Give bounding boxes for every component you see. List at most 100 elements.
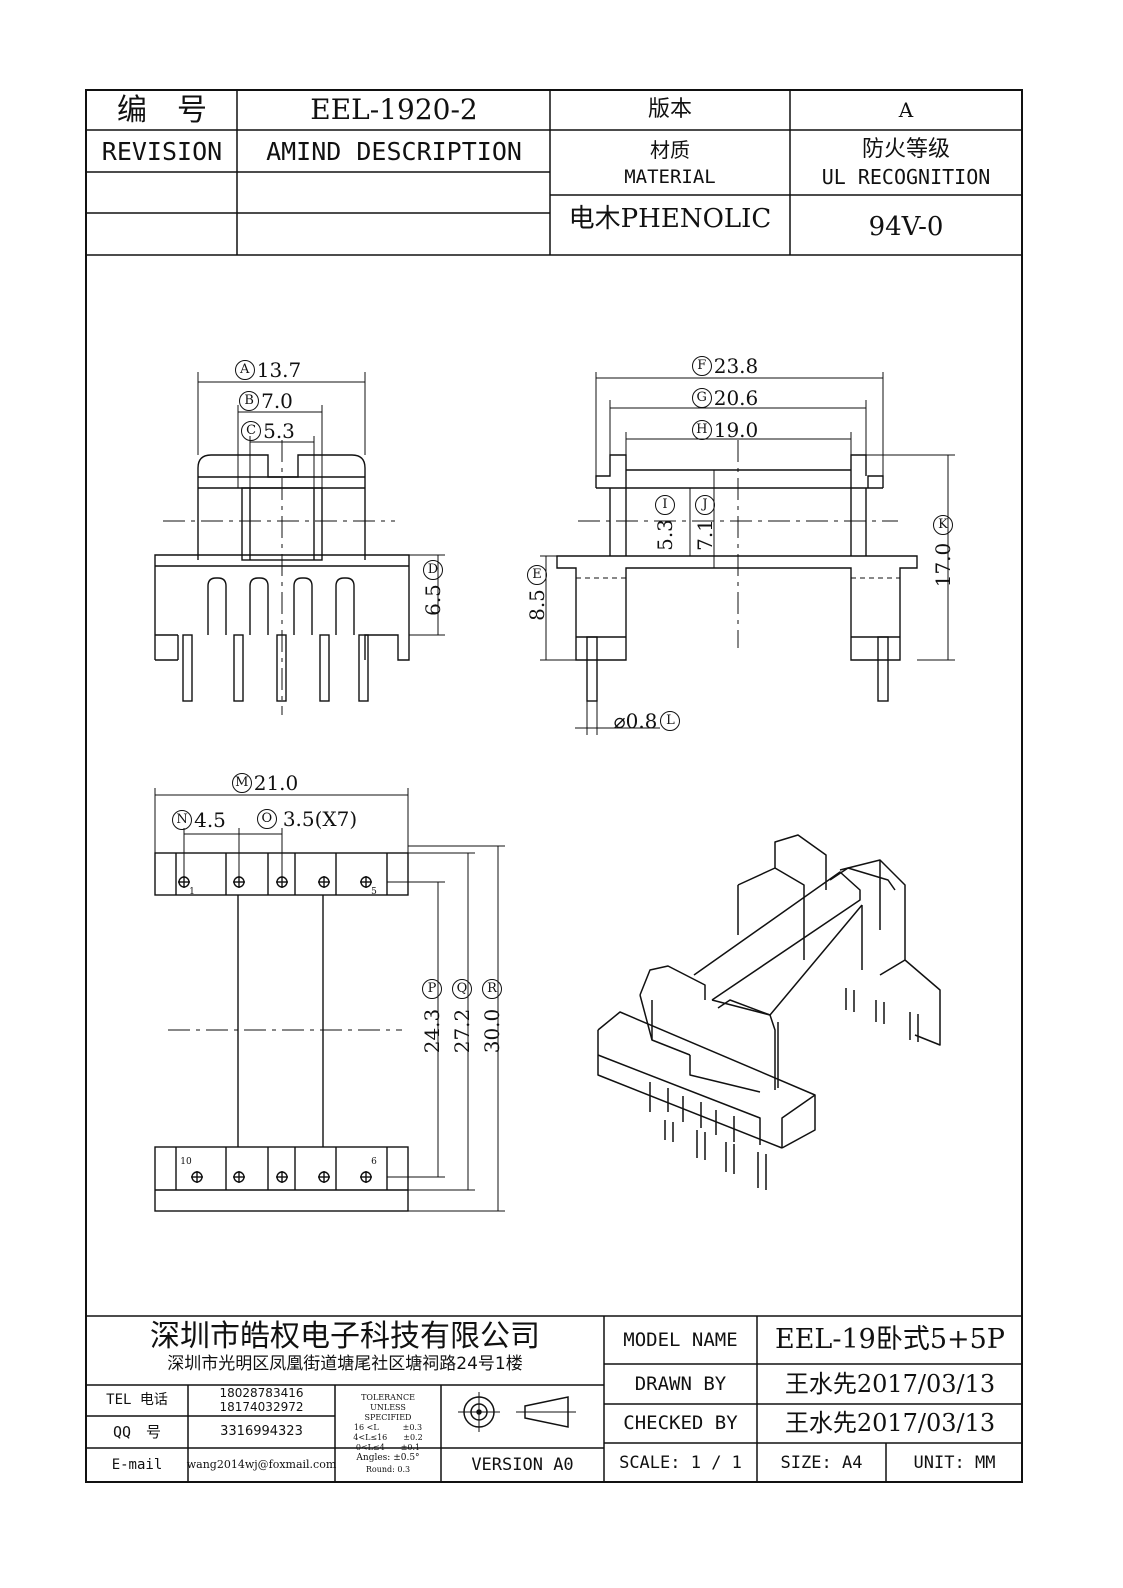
dimension-h-letter: H	[691, 420, 712, 440]
tolerance-title: TOLERANCE	[361, 1393, 415, 1403]
tolerance-block: TOLERANCE UNLESS SPECIFIED 16 <L ±0.3 4<…	[336, 1385, 440, 1483]
dimension-g-value: 20.6	[713, 386, 759, 410]
revision-label: REVISION	[101, 137, 223, 167]
dimension-p-letter: P	[422, 978, 442, 999]
bottom-view-dimensions	[154, 788, 505, 1212]
version-label: 版本	[647, 96, 692, 122]
dimension-j-label: 7.1 J	[692, 483, 718, 563]
dimension-a-letter: A	[234, 360, 255, 380]
dimension-l-value: ⌀0.8	[613, 709, 658, 733]
projection-symbol	[458, 1392, 576, 1432]
checked-by-value: 王水先2017/03/13	[784, 1409, 996, 1438]
tel-number-2: 18174032972	[219, 1399, 304, 1414]
dimension-l-letter: L	[660, 711, 681, 731]
drawing-frame	[85, 89, 1023, 1483]
dimension-k-letter: K	[933, 514, 953, 535]
tel-label: TEL 电话	[106, 1391, 168, 1408]
dimension-d-letter: D	[423, 560, 443, 581]
dimension-d-value: 6.5	[421, 584, 445, 616]
side-view-dimensions	[540, 372, 955, 735]
dimension-e-label: 8.5 E	[524, 550, 550, 636]
ul-label-en: UL RECOGNITION	[821, 165, 991, 190]
dimension-k-value: 17.0	[931, 542, 955, 588]
material-value: 电木PHENOLIC	[568, 203, 772, 234]
pin-number-10: 10	[180, 1157, 192, 1168]
pin-holes	[178, 876, 372, 1183]
dimension-h-value: 19.0	[713, 418, 759, 442]
number-label: 编 号	[117, 92, 207, 128]
bottom-view	[154, 852, 409, 1212]
dimension-c-letter: C	[241, 421, 262, 441]
front-view	[154, 440, 410, 715]
scale-text: SCALE: 1 / 1	[619, 1452, 742, 1473]
company-name: 深圳市皓权电子科技有限公司	[150, 1318, 540, 1354]
dimension-g-letter: G	[691, 388, 712, 408]
model-name-label: MODEL NAME	[623, 1328, 738, 1351]
dimension-e-value: 8.5	[525, 589, 549, 621]
drawn-by-value: 王水先2017/03/13	[784, 1369, 996, 1398]
header-grid	[85, 89, 1023, 256]
dimension-r-value: 30.0	[480, 1008, 504, 1054]
dimension-m-value: 21.0	[253, 771, 299, 795]
tolerance-row-3: 0<L≤4 ±0.1	[355, 1443, 421, 1453]
dimension-i-value: 5.3	[653, 519, 677, 551]
pin-number-5: 5	[371, 887, 377, 898]
email-label: E-mail	[111, 1456, 163, 1473]
version-value: A	[898, 98, 914, 122]
tolerance-round: Round: 0.3	[365, 1464, 411, 1474]
dimension-n-letter: N	[172, 810, 193, 830]
material-label: 材质 MATERIAL	[551, 131, 789, 195]
dimension-r-label: 30.0 R	[479, 956, 505, 1076]
tel-number-1: 18028783416	[219, 1386, 304, 1401]
dimension-o-value: 3.5(X7)	[282, 807, 358, 831]
dimension-i-label: 5.3 I	[652, 483, 678, 563]
amind-description-label: AMIND DESCRIPTION	[266, 137, 522, 167]
tel-values: 18028783416 18174032972	[189, 1386, 334, 1415]
dimension-k-label: 17.0 K	[930, 496, 956, 606]
pin-number-6: 6	[371, 1157, 377, 1168]
dimension-o-letter: O	[256, 809, 277, 829]
dimension-p-value: 24.3	[420, 1008, 444, 1054]
material-label-en: MATERIAL	[624, 165, 716, 188]
dimension-e-letter: E	[527, 565, 547, 586]
dimension-m-letter: M	[231, 773, 252, 793]
dimension-i-letter: I	[655, 495, 675, 516]
ul-value: 94V-0	[868, 211, 944, 242]
company-address: 深圳市光明区凤凰街道塘尾社区塘祠路24号1楼	[167, 1353, 523, 1374]
qq-value: 3316994323	[220, 1423, 303, 1439]
unit-text: UNIT: MM	[913, 1452, 996, 1473]
dimension-n-value: 4.5	[194, 808, 226, 832]
drawn-by-label: DRAWN BY	[634, 1372, 727, 1395]
isometric-view	[597, 834, 941, 1190]
ul-label-cn: 防火等级	[861, 136, 950, 162]
dimension-p-label: 24.3 P	[419, 956, 445, 1076]
footer-grid	[85, 1315, 1023, 1483]
dimension-a-value: 13.7	[256, 358, 302, 382]
checked-by-label: CHECKED BY	[623, 1412, 738, 1435]
tolerance-row-1: 16 <L ±0.3	[353, 1423, 423, 1433]
qq-label: QQ 号	[112, 1422, 162, 1441]
dimension-j-letter: J	[695, 495, 715, 516]
email-value: wang2014wj@foxmail.com	[186, 1458, 337, 1472]
pin-number-1: 1	[189, 887, 195, 898]
dimension-b-value: 7.0	[261, 389, 293, 413]
dimension-j-value: 7.1	[693, 519, 717, 551]
tolerance-specified: SPECIFIED	[364, 1413, 412, 1423]
dimension-r-letter: R	[482, 978, 502, 999]
dimension-d-label: 6.5 D	[420, 545, 446, 631]
ul-recognition-label: 防火等级 UL RECOGNITION	[790, 131, 1022, 195]
dimension-f-letter: F	[691, 356, 712, 376]
model-name-value: EEL-19卧式5+5P	[775, 1324, 1005, 1356]
tolerance-angles: Angles: ±0.5°	[356, 1453, 420, 1464]
